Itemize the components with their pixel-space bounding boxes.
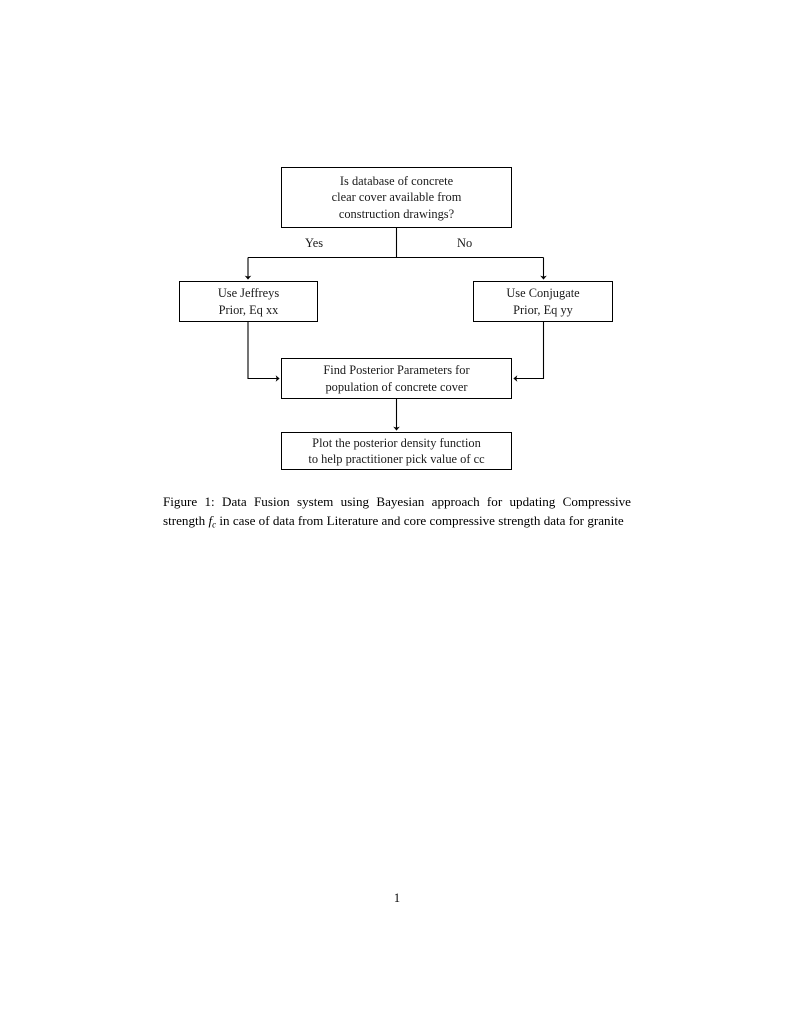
edge-conjugate-to-posterior — [513, 322, 545, 382]
caption-text-after: in case of data from Literature and core… — [219, 513, 624, 529]
node-posterior-line-1: Find Posterior Parameters for — [323, 363, 470, 377]
node-conjugate-line-1: Use Conjugate — [506, 286, 580, 300]
node-decision-line-1: Is database of concrete — [339, 173, 454, 188]
node-posterior-line-2: population of concrete cover — [325, 379, 468, 394]
caption-symbol-base: f — [208, 513, 213, 529]
flowchart-node-conjugate-prior: Use Conjugate Prior, Eq yy — [473, 281, 613, 322]
page-number: 1 — [393, 891, 401, 905]
caption-prefix: Figure 1: — [163, 494, 215, 509]
node-conjugate-line-2: Prior, Eq yy — [513, 302, 573, 317]
flowchart-node-plot-posterior-density: Plot the posterior density function to h… — [281, 432, 512, 470]
edge-jeffreys-to-posterior — [247, 322, 280, 382]
figure-caption: Figure 1: Data Fusion system using Bayes… — [163, 492, 631, 535]
edge-decision-split — [248, 228, 544, 259]
node-jeffreys-line-1: Use Jeffreys — [217, 286, 280, 300]
node-plot-line-1: Plot the posterior density function — [312, 435, 481, 450]
node-decision-line-2: clear cover available from — [331, 190, 462, 205]
flowchart-node-decision: Is database of concrete clear cover avai… — [281, 167, 512, 228]
flowchart-node-find-posterior-parameters: Find Posterior Parameters for population… — [281, 358, 512, 399]
node-jeffreys-line-2: Prior, Eq xx — [218, 302, 279, 317]
node-plot-line-2: to help practitioner pick value of cc — [308, 452, 485, 466]
edge-label-no: No — [457, 236, 473, 250]
flowchart-node-jeffreys-prior: Use Jeffreys Prior, Eq xx — [179, 281, 318, 322]
caption-text-before: Data Fusion system using Bayesian approa… — [163, 494, 631, 529]
node-decision-line-3: construction drawings? — [338, 206, 455, 221]
edge-label-yes: Yes — [305, 236, 324, 250]
caption-symbol-subscript: c — [212, 519, 217, 530]
